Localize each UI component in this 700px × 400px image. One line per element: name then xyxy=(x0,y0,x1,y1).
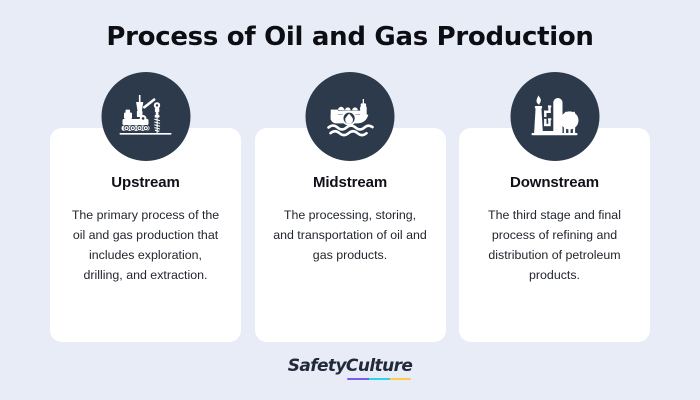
card-downstream: Downstream The third stage and final pro… xyxy=(459,72,650,342)
card-upstream: Upstream The primary process of the oil … xyxy=(50,72,241,342)
cards-row: Upstream The primary process of the oil … xyxy=(50,72,650,342)
card-midstream: Midstream The processing, storing, and t… xyxy=(254,72,446,342)
refinery-icon xyxy=(510,72,599,161)
drilling-rig-icon xyxy=(101,72,190,161)
page-title: Process of Oil and Gas Production xyxy=(106,22,594,52)
logo-underline xyxy=(347,377,412,380)
card-title: Midstream xyxy=(312,174,388,191)
card-body: The third stage and final process of ref… xyxy=(488,208,621,283)
card-body: The primary process of the oil and gas p… xyxy=(71,208,220,283)
card-title: Upstream xyxy=(111,174,180,191)
logo-underline-segment-purple xyxy=(347,377,369,380)
logo-underline-segment-cyan xyxy=(368,377,390,380)
logo-underline-segment-yellow xyxy=(389,377,412,380)
card-title: Downstream xyxy=(509,174,600,191)
safetyculture-logo-text: SafetyCulture xyxy=(287,356,413,376)
oil-tanker-ship-icon xyxy=(305,72,395,161)
footer: SafetyCulture xyxy=(0,358,700,386)
safetyculture-logo[interactable]: SafetyCulture xyxy=(287,356,413,380)
card-body: The processing, storing, and transportat… xyxy=(273,208,427,263)
